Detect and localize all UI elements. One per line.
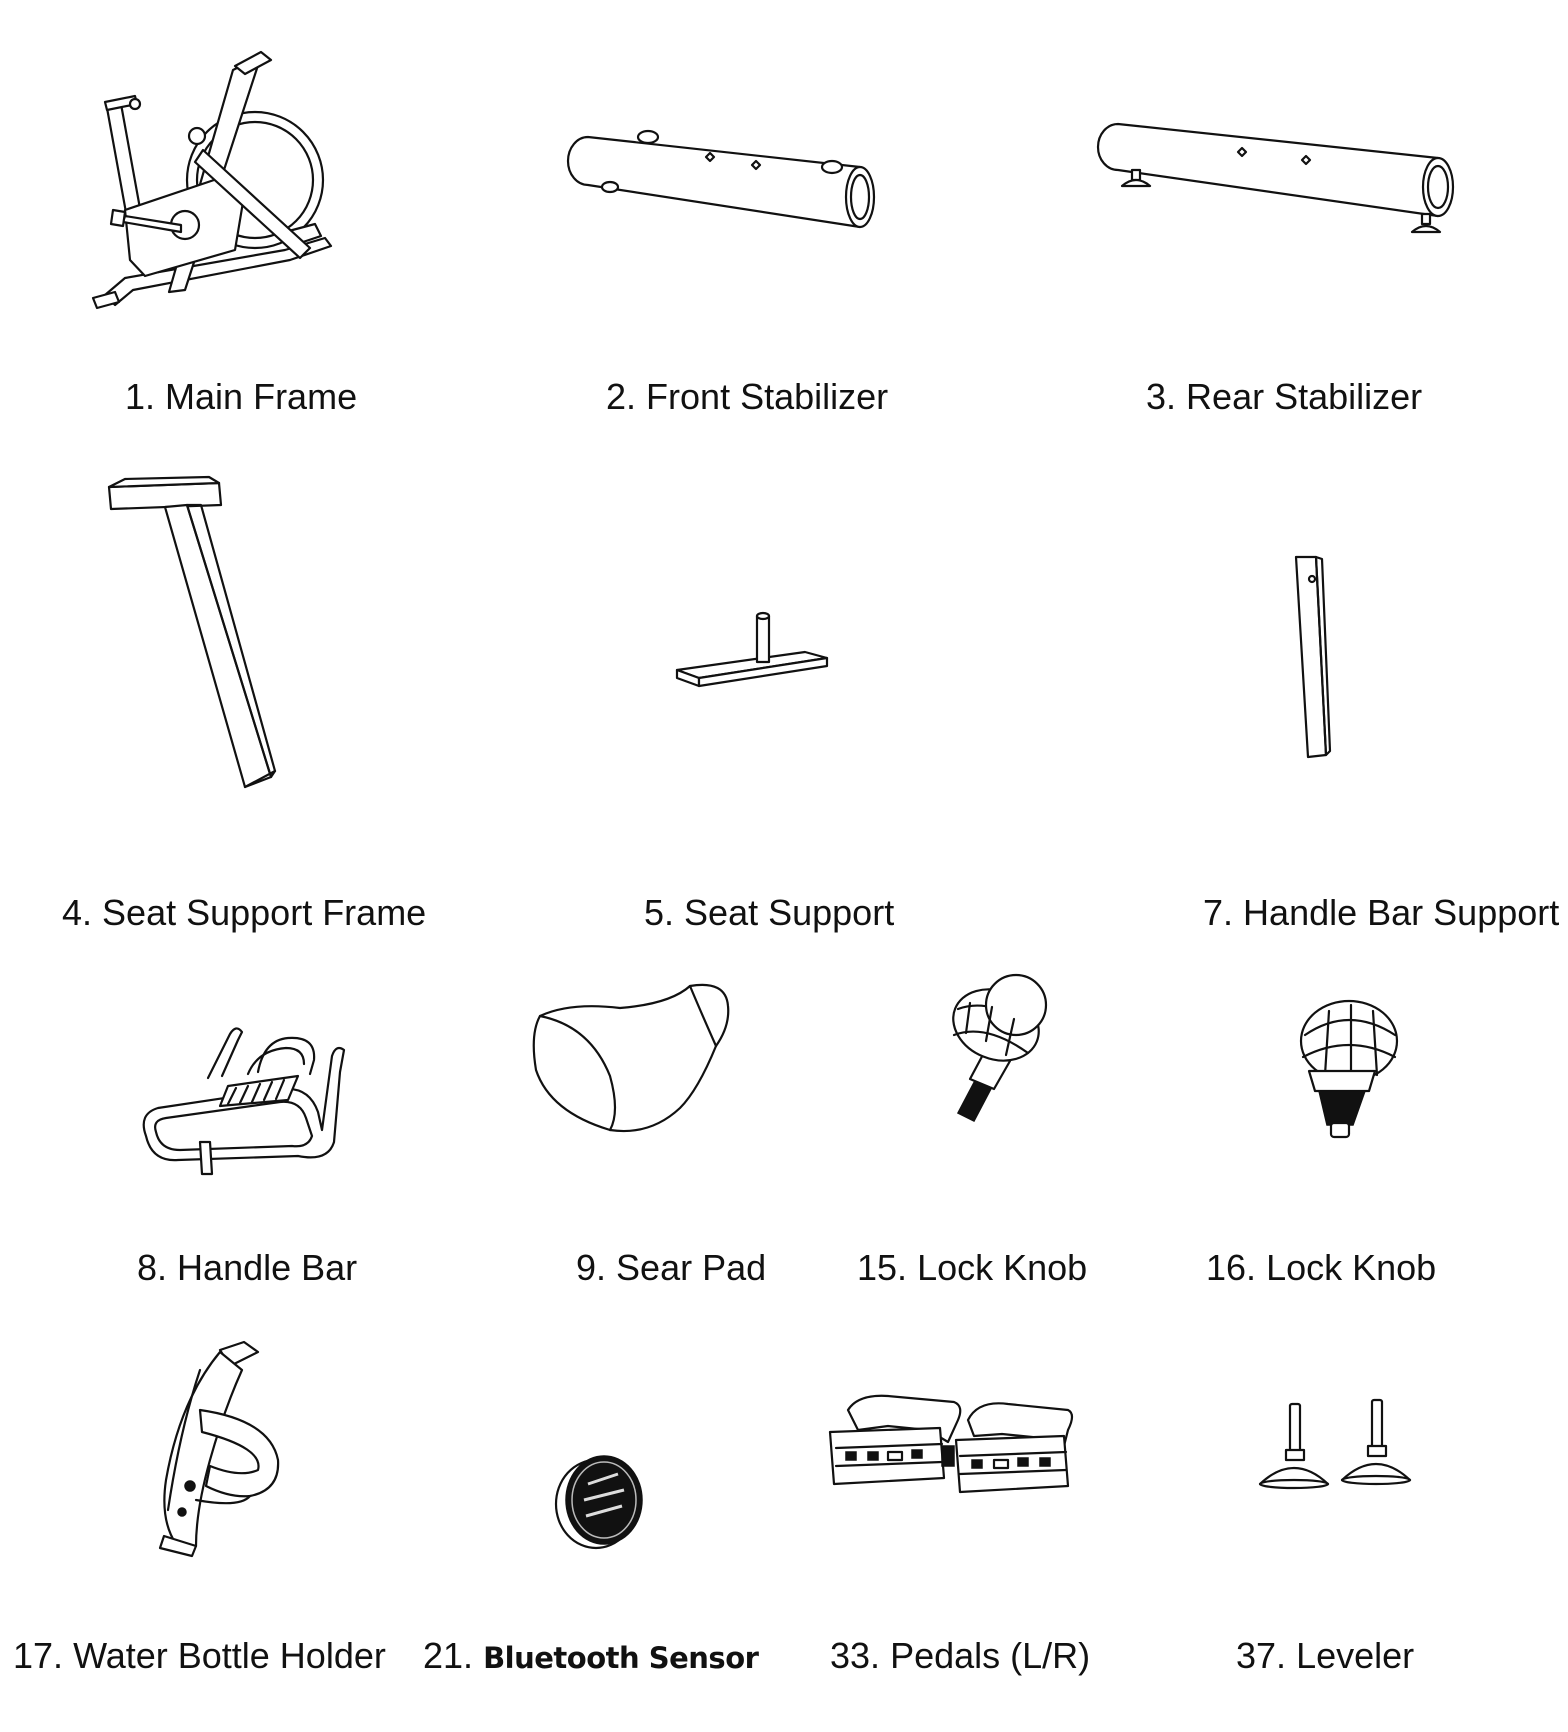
part-name: Handle Bar Support: [1243, 892, 1560, 933]
part-name: Front Stabilizer: [646, 376, 889, 417]
part-label-21: 21. Bluetooth Sensor: [423, 1635, 759, 1678]
part-number: 9.: [576, 1247, 607, 1288]
part-number: 3.: [1146, 376, 1177, 417]
part-number: 17.: [13, 1635, 64, 1676]
part-label-1: 1. Main Frame: [125, 377, 357, 417]
part-name: Pedals (L/R): [890, 1635, 1091, 1676]
part-label-37: 37. Leveler: [1236, 1636, 1414, 1676]
part-number: 8.: [137, 1247, 168, 1288]
part-number: 4.: [62, 892, 93, 933]
lock-knob-icon: [1285, 995, 1410, 1145]
front-stabilizer-icon: [570, 125, 910, 235]
part-number: 5.: [644, 892, 675, 933]
part-name: Sear Pad: [616, 1247, 767, 1288]
part-name: Water Bottle Holder: [73, 1635, 386, 1676]
part-label-33: 33. Pedals (L/R): [830, 1636, 1090, 1676]
seat-pad-icon: [530, 980, 735, 1140]
lock-knob-icon: [930, 975, 1075, 1145]
part-label-4: 4. Seat Support Frame: [62, 893, 426, 933]
part-label-7: 7. Handle Bar Support: [1203, 893, 1559, 933]
part-number: 7.: [1203, 892, 1234, 933]
part-name: Main Frame: [165, 376, 358, 417]
part-label-5: 5. Seat Support: [644, 893, 894, 933]
part-label-3: 3. Rear Stabilizer: [1146, 377, 1422, 417]
part-label-2: 2. Front Stabilizer: [606, 377, 888, 417]
handle-bar-support-icon: [1290, 555, 1345, 760]
part-label-17: 17. Water Bottle Holder: [13, 1636, 386, 1676]
water-bottle-holder-icon: [140, 1340, 310, 1560]
part-label-16: 16. Lock Knob: [1206, 1248, 1436, 1288]
rear-stabilizer-icon: [1100, 118, 1470, 243]
main-frame-icon: [85, 40, 355, 315]
part-number: 37.: [1236, 1635, 1287, 1676]
bluetooth-sensor-icon: [552, 1450, 647, 1550]
part-label-9: 9. Sear Pad: [576, 1248, 766, 1288]
part-name: Seat Support: [684, 892, 895, 933]
seat-support-frame-icon: [105, 475, 280, 790]
part-name: Seat Support Frame: [102, 892, 427, 933]
part-label-15: 15. Lock Knob: [857, 1248, 1087, 1288]
leveler-icon: [1258, 1400, 1413, 1488]
part-name: Leveler: [1296, 1635, 1415, 1676]
part-name: Lock Knob: [1266, 1247, 1437, 1288]
part-name: Handle Bar: [177, 1247, 358, 1288]
part-number: 2.: [606, 376, 637, 417]
part-name: Bluetooth Sensor: [483, 1641, 759, 1675]
pedals-icon: [828, 1390, 1073, 1505]
part-label-8: 8. Handle Bar: [137, 1248, 357, 1288]
handle-bar-icon: [138, 1020, 370, 1180]
part-name: Lock Knob: [917, 1247, 1088, 1288]
seat-support-icon: [675, 610, 830, 685]
part-number: 21.: [423, 1635, 474, 1676]
part-name: Rear Stabilizer: [1186, 376, 1423, 417]
part-number: 15.: [857, 1247, 908, 1288]
part-number: 1.: [125, 376, 156, 417]
part-number: 16.: [1206, 1247, 1257, 1288]
part-number: 33.: [830, 1635, 881, 1676]
